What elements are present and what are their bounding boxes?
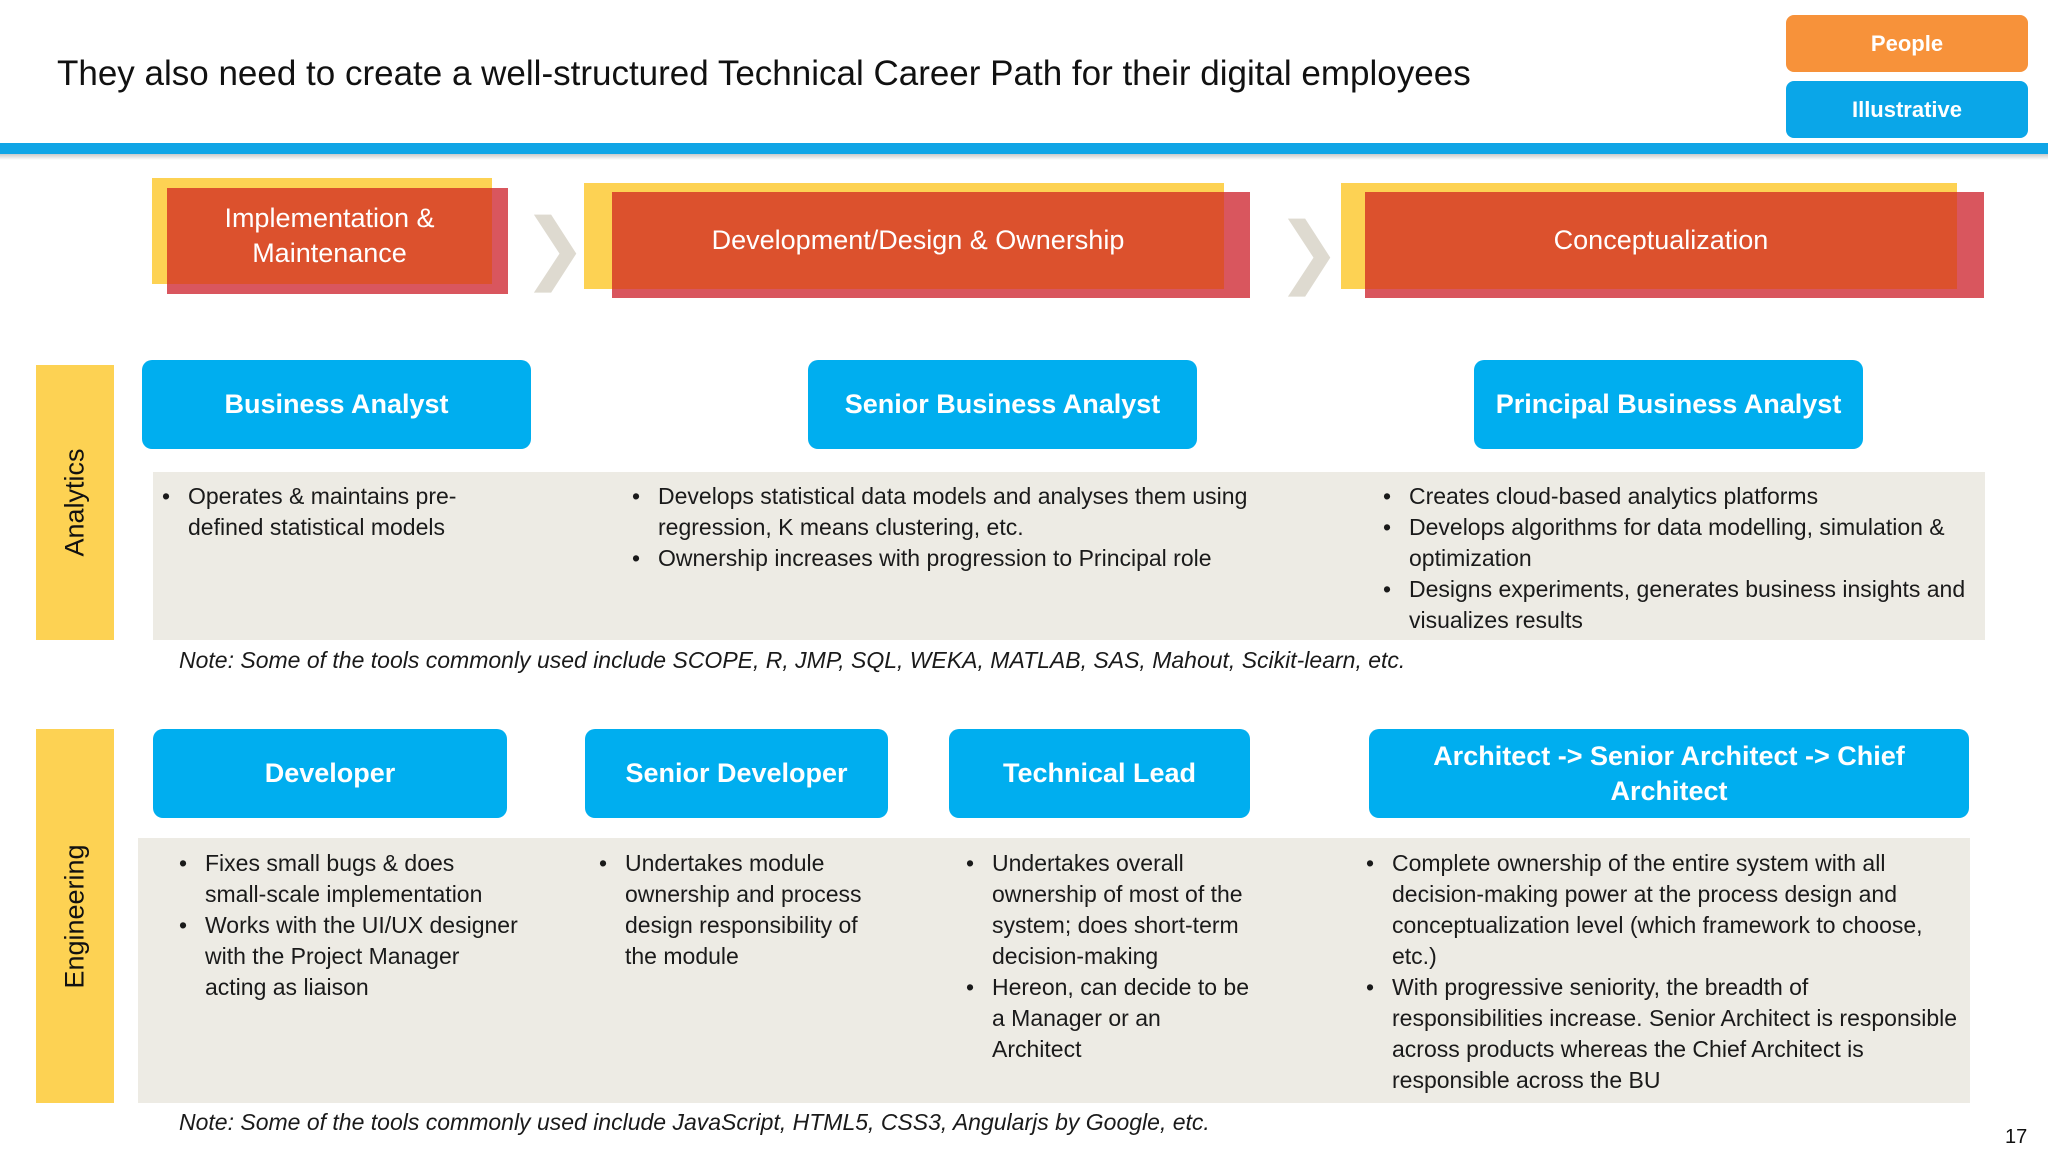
role-principal-business-analyst: Principal Business Analyst <box>1474 360 1863 449</box>
analytics-track-label: Analytics <box>36 365 114 640</box>
analytics-tools-note: Note: Some of the tools commonly used in… <box>179 647 1406 673</box>
role-technical-lead: Technical Lead <box>949 729 1250 818</box>
analytics-bullets-business-analyst: Operates & maintains pre-defined statist… <box>158 481 498 543</box>
page-title: They also need to create a well-structur… <box>57 54 1471 93</box>
analytics-bullets-principal-business-analyst: Creates cloud-based analytics platforms … <box>1379 481 1969 636</box>
bullet-item: Hereon, can decide to be a Manager or an… <box>962 972 1252 1065</box>
engineering-track-label: Engineering <box>36 729 114 1103</box>
bullet-item: Complete ownership of the entire system … <box>1362 848 1962 972</box>
illustrative-tag: Illustrative <box>1786 81 2028 138</box>
phase-banner-conceptualization: Conceptualization <box>1341 183 1984 298</box>
header-divider-shadow <box>0 154 2048 160</box>
phase-label-development: Development/Design & Ownership <box>612 192 1224 289</box>
bullet-item: Ownership increases with progression to … <box>628 543 1268 574</box>
bullet-item: Operates & maintains pre-defined statist… <box>158 481 498 543</box>
bullet-item: Designs experiments, generates business … <box>1379 574 1969 636</box>
bullet-item: Undertakes overall ownership of most of … <box>962 848 1252 972</box>
role-senior-business-analyst: Senior Business Analyst <box>808 360 1197 449</box>
phase-label-implementation: Implementation & Maintenance <box>167 188 492 284</box>
chevron-right-icon: ❯ <box>522 203 588 291</box>
people-tag: People <box>1786 15 2028 72</box>
engineering-tools-note: Note: Some of the tools commonly used in… <box>179 1109 1210 1135</box>
bullet-item: Develops statistical data models and ana… <box>628 481 1268 543</box>
chevron-right-icon: ❯ <box>1276 207 1342 295</box>
bullet-item: Works with the UI/UX designer with the P… <box>175 910 520 1003</box>
engineering-track-text: Engineering <box>59 843 90 989</box>
analytics-track-text: Analytics <box>59 448 90 557</box>
phase-label-conceptualization: Conceptualization <box>1365 192 1957 289</box>
bullet-item: With progressive seniority, the breadth … <box>1362 972 1962 1096</box>
bullet-item: Creates cloud-based analytics platforms <box>1379 481 1969 512</box>
engineering-bullets-senior-developer: Undertakes module ownership and process … <box>595 848 895 972</box>
engineering-bullets-technical-lead: Undertakes overall ownership of most of … <box>962 848 1252 1065</box>
header-divider <box>0 143 2048 154</box>
bullet-item: Undertakes module ownership and process … <box>595 848 895 972</box>
engineering-bullets-architect: Complete ownership of the entire system … <box>1362 848 1962 1096</box>
engineering-bullets-developer: Fixes small bugs & does small-scale impl… <box>175 848 520 1003</box>
phase-banner-implementation: Implementation & Maintenance <box>152 178 508 294</box>
phase-banner-development: Development/Design & Ownership <box>584 183 1250 298</box>
role-architect: Architect -> Senior Architect -> Chief A… <box>1369 729 1969 818</box>
analytics-bullets-senior-business-analyst: Develops statistical data models and ana… <box>628 481 1268 574</box>
role-business-analyst: Business Analyst <box>142 360 531 449</box>
role-developer: Developer <box>153 729 507 818</box>
page-number: 17 <box>2005 1126 2028 1148</box>
bullet-item: Fixes small bugs & does small-scale impl… <box>175 848 520 910</box>
bullet-item: Develops algorithms for data modelling, … <box>1379 512 1969 574</box>
role-senior-developer: Senior Developer <box>585 729 888 818</box>
